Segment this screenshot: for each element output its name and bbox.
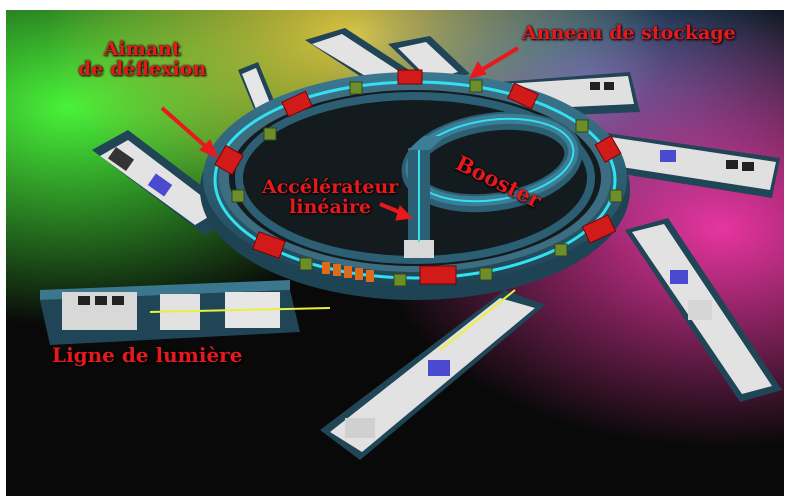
booster-ring [401,111,583,258]
arrow-storage-ring [469,46,520,79]
label-bending-magnet: Aimant de déflexion [78,38,207,80]
label-storage-ring: Anneau de stockage [522,22,736,44]
beamline-bottom [320,289,545,460]
insertion-device [322,262,374,282]
beamlines [40,28,782,460]
label-bending-magnet-line1: Aimant [103,38,181,60]
label-beamline: Ligne de lumière [52,343,243,367]
beamline-upper-left [92,130,240,235]
label-linac-line2: linéaire [289,195,372,218]
pointer-arrows [160,46,520,221]
beamline-right [598,132,780,198]
beamline-lower-right [625,218,782,402]
beamline-left [40,280,331,345]
arrow-bending-magnet [160,106,219,159]
beamline-top [305,28,470,84]
label-bending-magnet-line2: de déflexion [78,57,207,80]
label-linac: Accélérateur linéaire [262,176,399,218]
arrow-linac [379,202,414,221]
quadrupoles [231,79,623,287]
label-linac-line1: Accélérateur [262,176,399,198]
bending-magnets [214,69,622,285]
